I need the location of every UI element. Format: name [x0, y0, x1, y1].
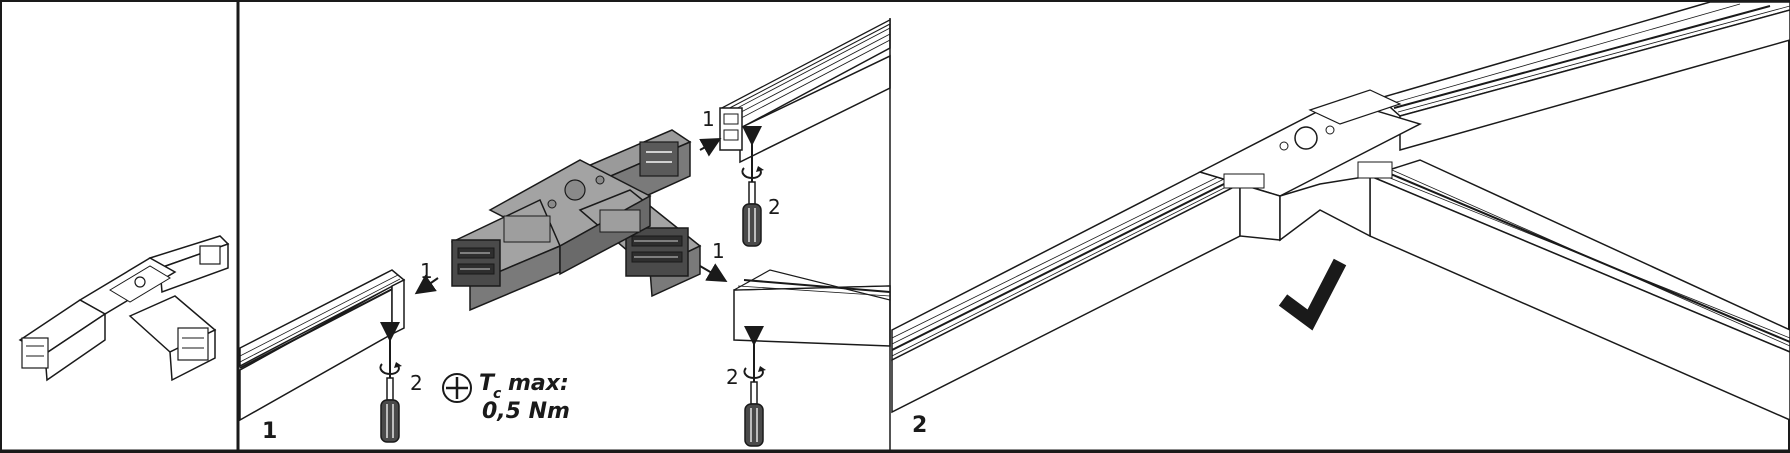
t-connector [451, 129, 702, 312]
torque-label: max: [508, 371, 569, 396]
torque-spec: T c max: 0,5 Nm [442, 371, 570, 424]
step-1-panel: T c max: 0,5 Nm 1 1 1 2 2 2 1 [239, 18, 891, 446]
assembled-lower-rail [1367, 159, 1790, 421]
t-connector-thumbnail-icon [18, 235, 230, 382]
torque-value: 0,5 Nm [482, 399, 570, 424]
callout-2-bottom: 2 [726, 365, 739, 389]
assembled-upper-rail [1378, 1, 1790, 151]
callout-1-top: 1 [702, 107, 715, 131]
left-rail [239, 269, 406, 422]
callout-1-left: 1 [420, 259, 433, 283]
callout-2-top: 2 [768, 195, 781, 219]
right-bottom-rail [733, 269, 891, 347]
callout-1-bottom: 1 [712, 239, 725, 263]
step-2-panel: 2 [891, 1, 1790, 438]
torque-symbol: T [479, 371, 496, 396]
step-1-number: 1 [262, 419, 277, 444]
step-2-number: 2 [912, 413, 927, 438]
checkmark-icon [1278, 258, 1347, 331]
torque-subscript: c [493, 386, 502, 402]
arrow-icon [414, 138, 728, 295]
assembled-connector [1198, 89, 1422, 242]
phillips-head-icon [442, 373, 472, 403]
callout-2-left: 2 [410, 371, 423, 395]
assembled-left-rail [891, 171, 1243, 414]
